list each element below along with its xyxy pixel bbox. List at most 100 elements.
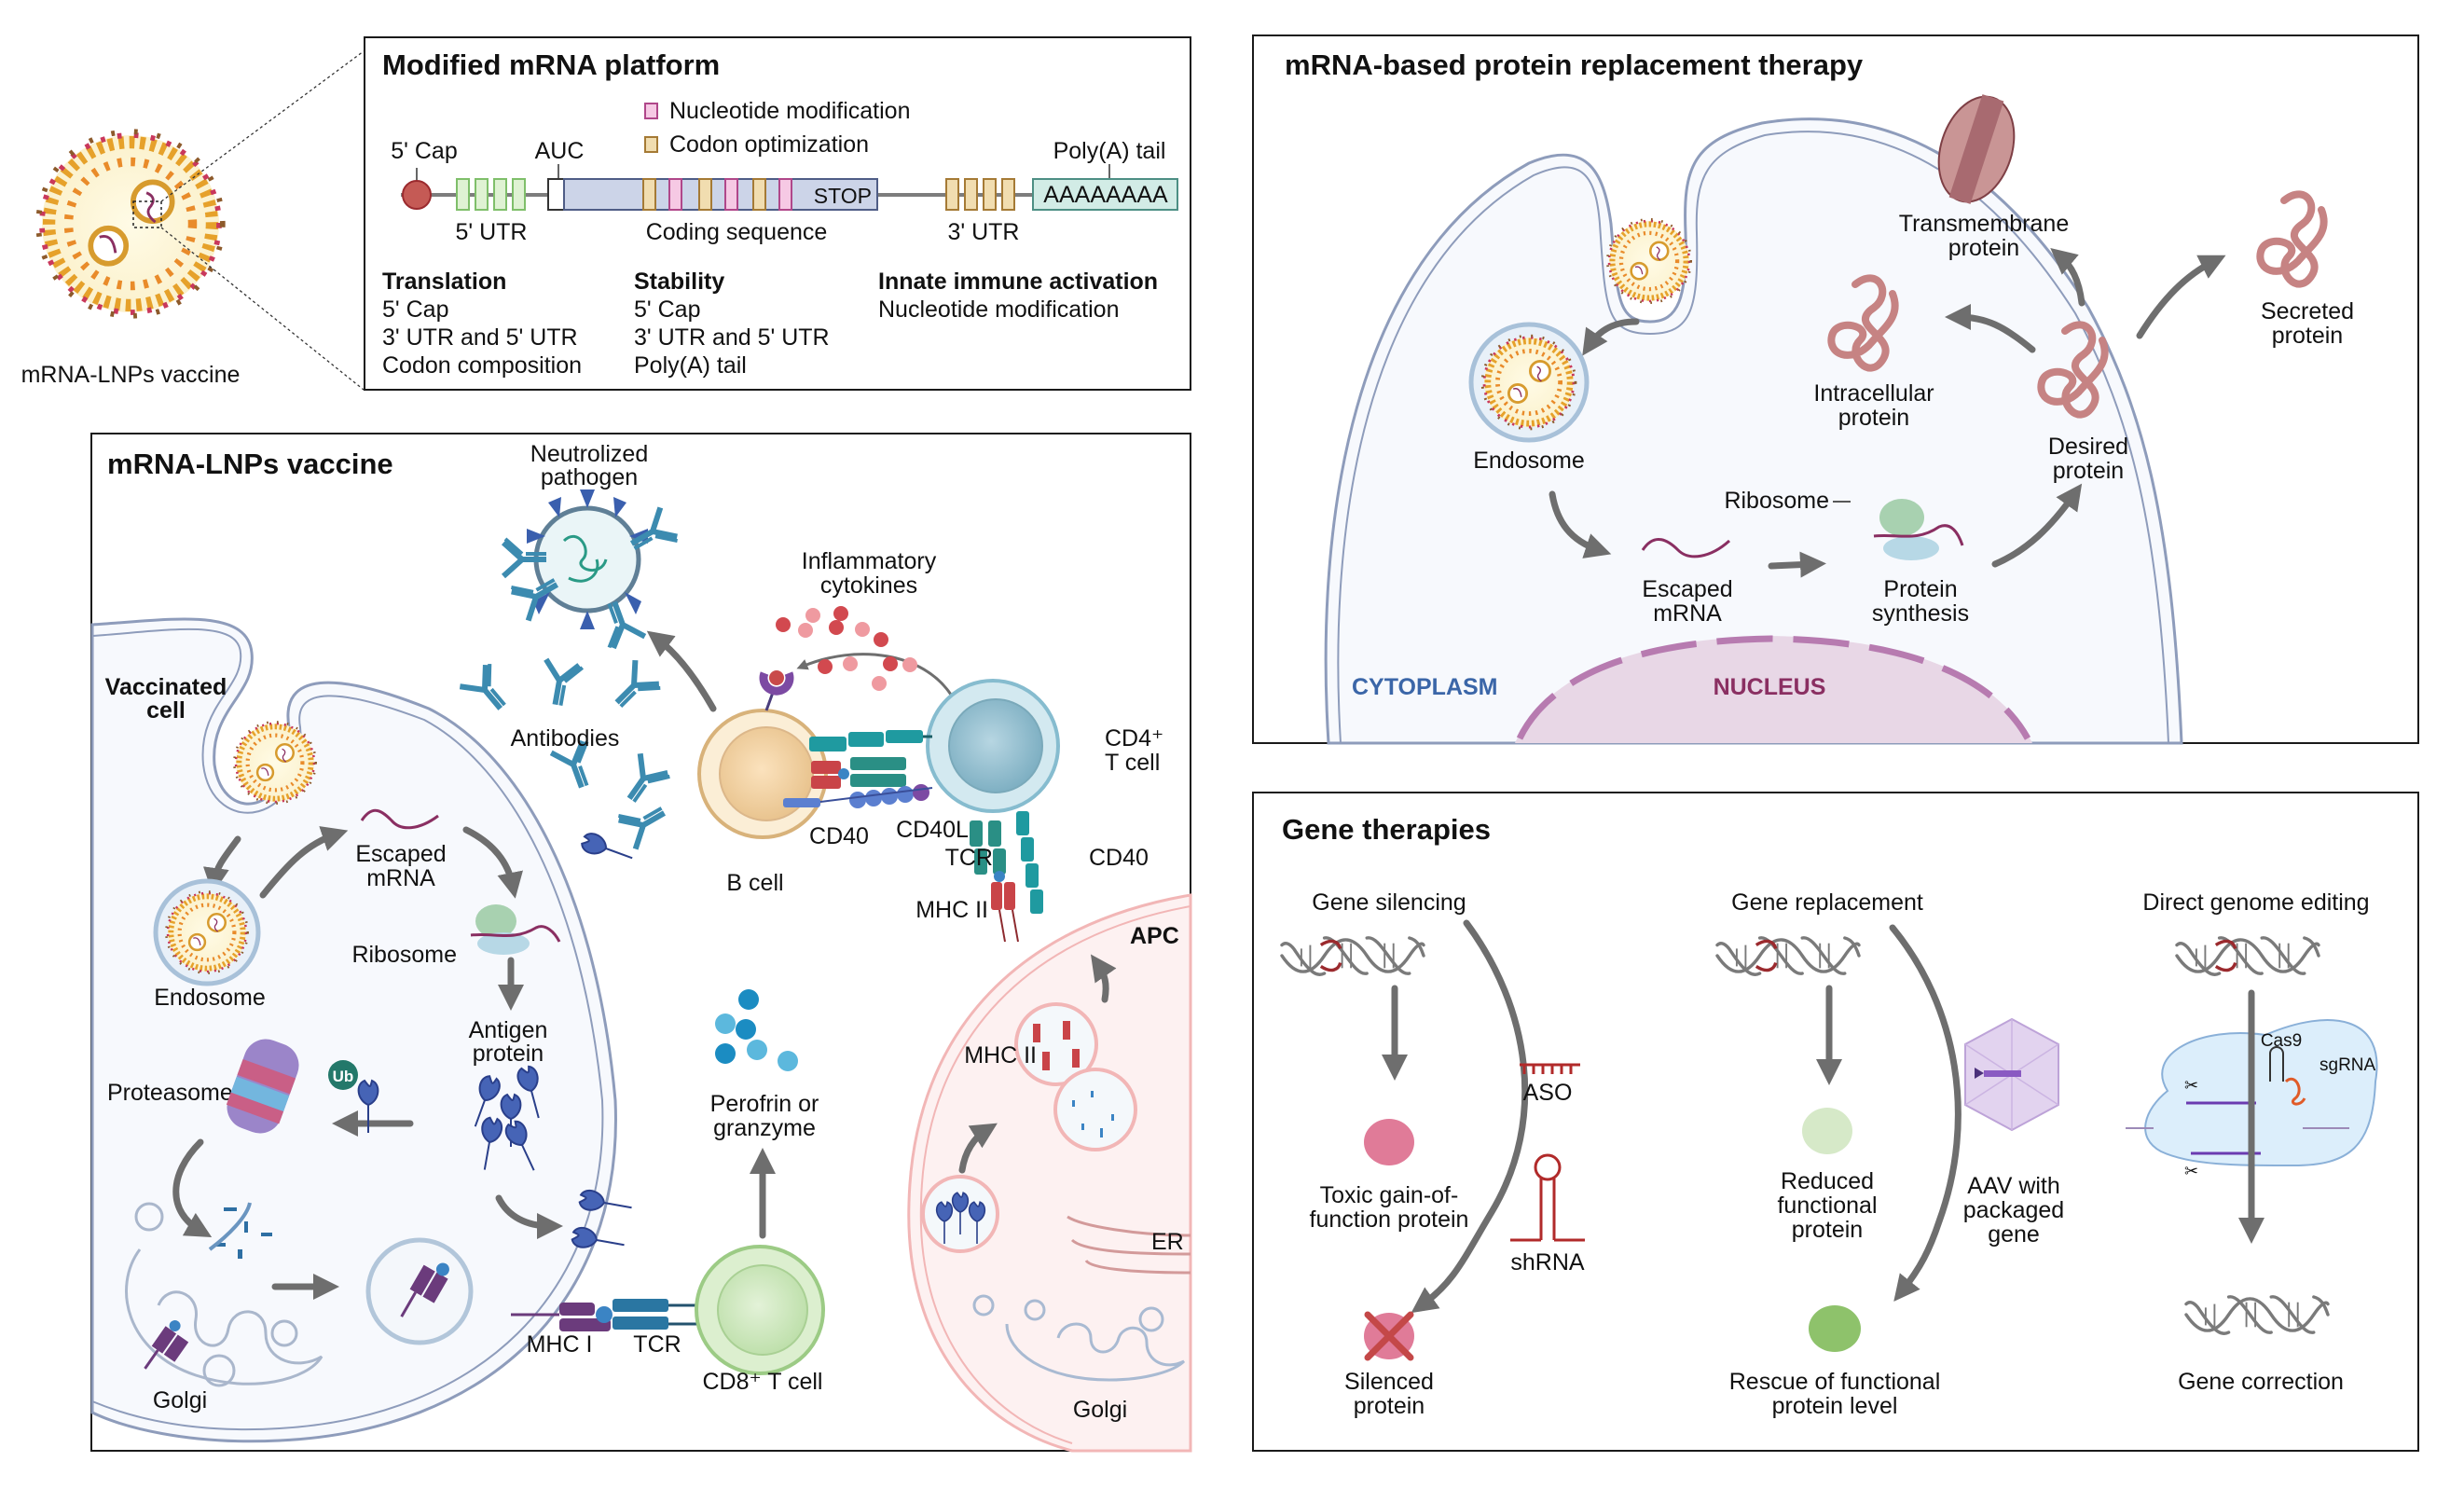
mhc1-in-golgi [144,1319,189,1370]
cytokine-particles [776,606,917,691]
silenced-label-2: protein [1354,1393,1425,1419]
transmembrane-label-1: Transmembrane [1899,211,2069,237]
nucleus-icon [1515,635,2032,743]
genome-editing-heading: Direct genome editing [2142,889,2369,916]
protein-replacement-panel: mRNA-based protein replacement therapy T… [1252,34,2419,745]
reduced-label-1: Reduced [1781,1168,1874,1194]
cas9-label: Cas9 [2261,1031,2302,1051]
dna-silencing-icon [1280,936,1425,976]
shrna-label: shRNA [1510,1249,1585,1275]
cd40-tcell-label: CD40 [1089,845,1149,871]
reduced-protein-icon [1802,1108,1852,1154]
gene-correction-label: Gene correction [2178,1369,2344,1395]
zoom-line-bottom [160,227,365,391]
escaped-mrna-icon [1641,538,1731,558]
nucleotide-modification-swatch [644,103,658,119]
column-item: Codon composition [382,352,582,379]
arrow-to-intracellular [1945,304,2036,353]
escaped-mrna-icon [360,808,439,830]
silenced-label-1: Silenced [1344,1369,1434,1395]
arrow-to-pathogen [646,630,717,712]
cd4-label-2: T cell [1105,750,1160,776]
tcr-top-label: TCR [945,845,993,871]
ubiquitin-icon [328,1060,358,1090]
stop-codon-label: STOP [814,184,872,208]
column-heading: Translation [382,269,506,295]
mhc1-label: MHC I [527,1331,593,1358]
utr3-blocks [945,178,1015,211]
toxic-label-1: Toxic gain-of- [1320,1182,1459,1208]
replacement-title: mRNA-based protein replacement therapy [1285,48,1864,81]
proteasome-icon [226,1039,299,1134]
aav-label-1: AAV with [1967,1173,2060,1199]
cd40-bcell-label: CD40 [809,823,869,849]
arrow-to-transmembrane [2050,248,2085,307]
rescue-label-2: protein level [1772,1393,1898,1419]
golgi-left-label: Golgi [153,1387,207,1413]
endosome-label: Endosome [1473,448,1585,474]
platform-column-innate-immune: Innate immune activation Nucleotide modi… [878,269,1158,323]
aav-label-3: gene [1988,1221,2040,1248]
apc-cell [907,893,1192,1453]
gene-title: Gene therapies [1282,813,1491,846]
cap-label: 5' Cap [391,138,457,164]
mrna-construct: STOP AAAAAAAA [401,164,1178,211]
reduced-label-2: functional [1777,1193,1877,1219]
scissors-icon: ✂ [2184,1076,2198,1095]
coding-modification-stripes [642,178,792,211]
b-cell-icon [697,709,828,839]
desired-label-1: Desired [2048,434,2128,460]
arrow-to-golgi [172,1138,213,1237]
protein-synthesis-label-2: synthesis [1872,600,1969,627]
arrow-to-surface-antigen [495,1194,563,1239]
er-icon [1067,1215,1191,1275]
endosome-label: Endosome [154,985,266,1011]
sgrna-label: sgRNA [2319,1055,2376,1075]
endosome-icon [1468,322,1590,443]
arrow-to-secreted [2136,255,2226,339]
shrna-icon [1510,1153,1585,1242]
vaccinated-cell-label-1: Vaccinated [105,674,227,700]
endosome-icon [153,878,261,986]
desired-label-2: protein [2053,458,2124,484]
polya-sequence: AAAAAAAA [1043,182,1168,208]
escaped-mrna-label-2: mRNA [1653,600,1722,627]
ribosome-label: Ribosome [351,942,457,968]
tcr-bottom-label: TCR [633,1331,681,1358]
antibodies-label: Antibodies [511,725,620,751]
transmembrane-label-2: protein [1948,235,2019,261]
nucleus-label: NUCLEUS [1714,674,1826,700]
platform-panel-frame [364,36,1191,391]
ribosome-icon [470,904,561,955]
column-heading: Innate immune activation [878,269,1158,295]
peptide-fragments [208,1202,272,1259]
dna-editing-icon [2175,936,2320,976]
escaped-mrna-label-1: Escaped [1642,576,1732,602]
vaccine-title: mRNA-LNPs vaccine [107,448,393,480]
dna-replacement-icon [1715,936,1861,976]
polya-label: Poly(A) tail [1053,138,1166,164]
gene-replacement-heading: Gene replacement [1731,889,1923,916]
platform-column-translation: Translation 5' Cap 3' UTR and 5' UTR Cod… [382,269,582,379]
cd4-t-cell-icon [926,679,1060,813]
perforin-label-1: Perofrin or [710,1091,819,1117]
legend-nucleotide-modification: Nucleotide modification [669,98,910,124]
cd8-t-cell-icon [695,1245,825,1375]
aso-label: ASO [1523,1080,1573,1106]
ubiquitin-tagged-antigen: Ub [328,1060,379,1134]
perforin-label-2: granzyme [713,1115,816,1141]
cd4-label-1: CD4⁺ [1105,725,1163,751]
column-item: 3' UTR and 5' UTR [382,324,578,351]
ribosome-icon [1873,499,1964,560]
cytoplasm-label: CYTOPLASM [1352,674,1498,700]
intracellular-label-1: Intracellular [1813,380,1934,407]
auc-label: AUC [535,138,585,164]
mhc1-vesicle [365,1237,474,1345]
coding-sequence-block [563,178,878,211]
inflammatory-label-1: Inflammatory [802,548,937,574]
ubiquitin-label: Ub [333,1068,354,1085]
vaccine-panel: mRNA-LNPs vaccine Vaccinated cell Endoso… [90,433,1192,1453]
antigen-vesicle [921,1175,999,1253]
utr5-label: 5' UTR [455,219,527,245]
